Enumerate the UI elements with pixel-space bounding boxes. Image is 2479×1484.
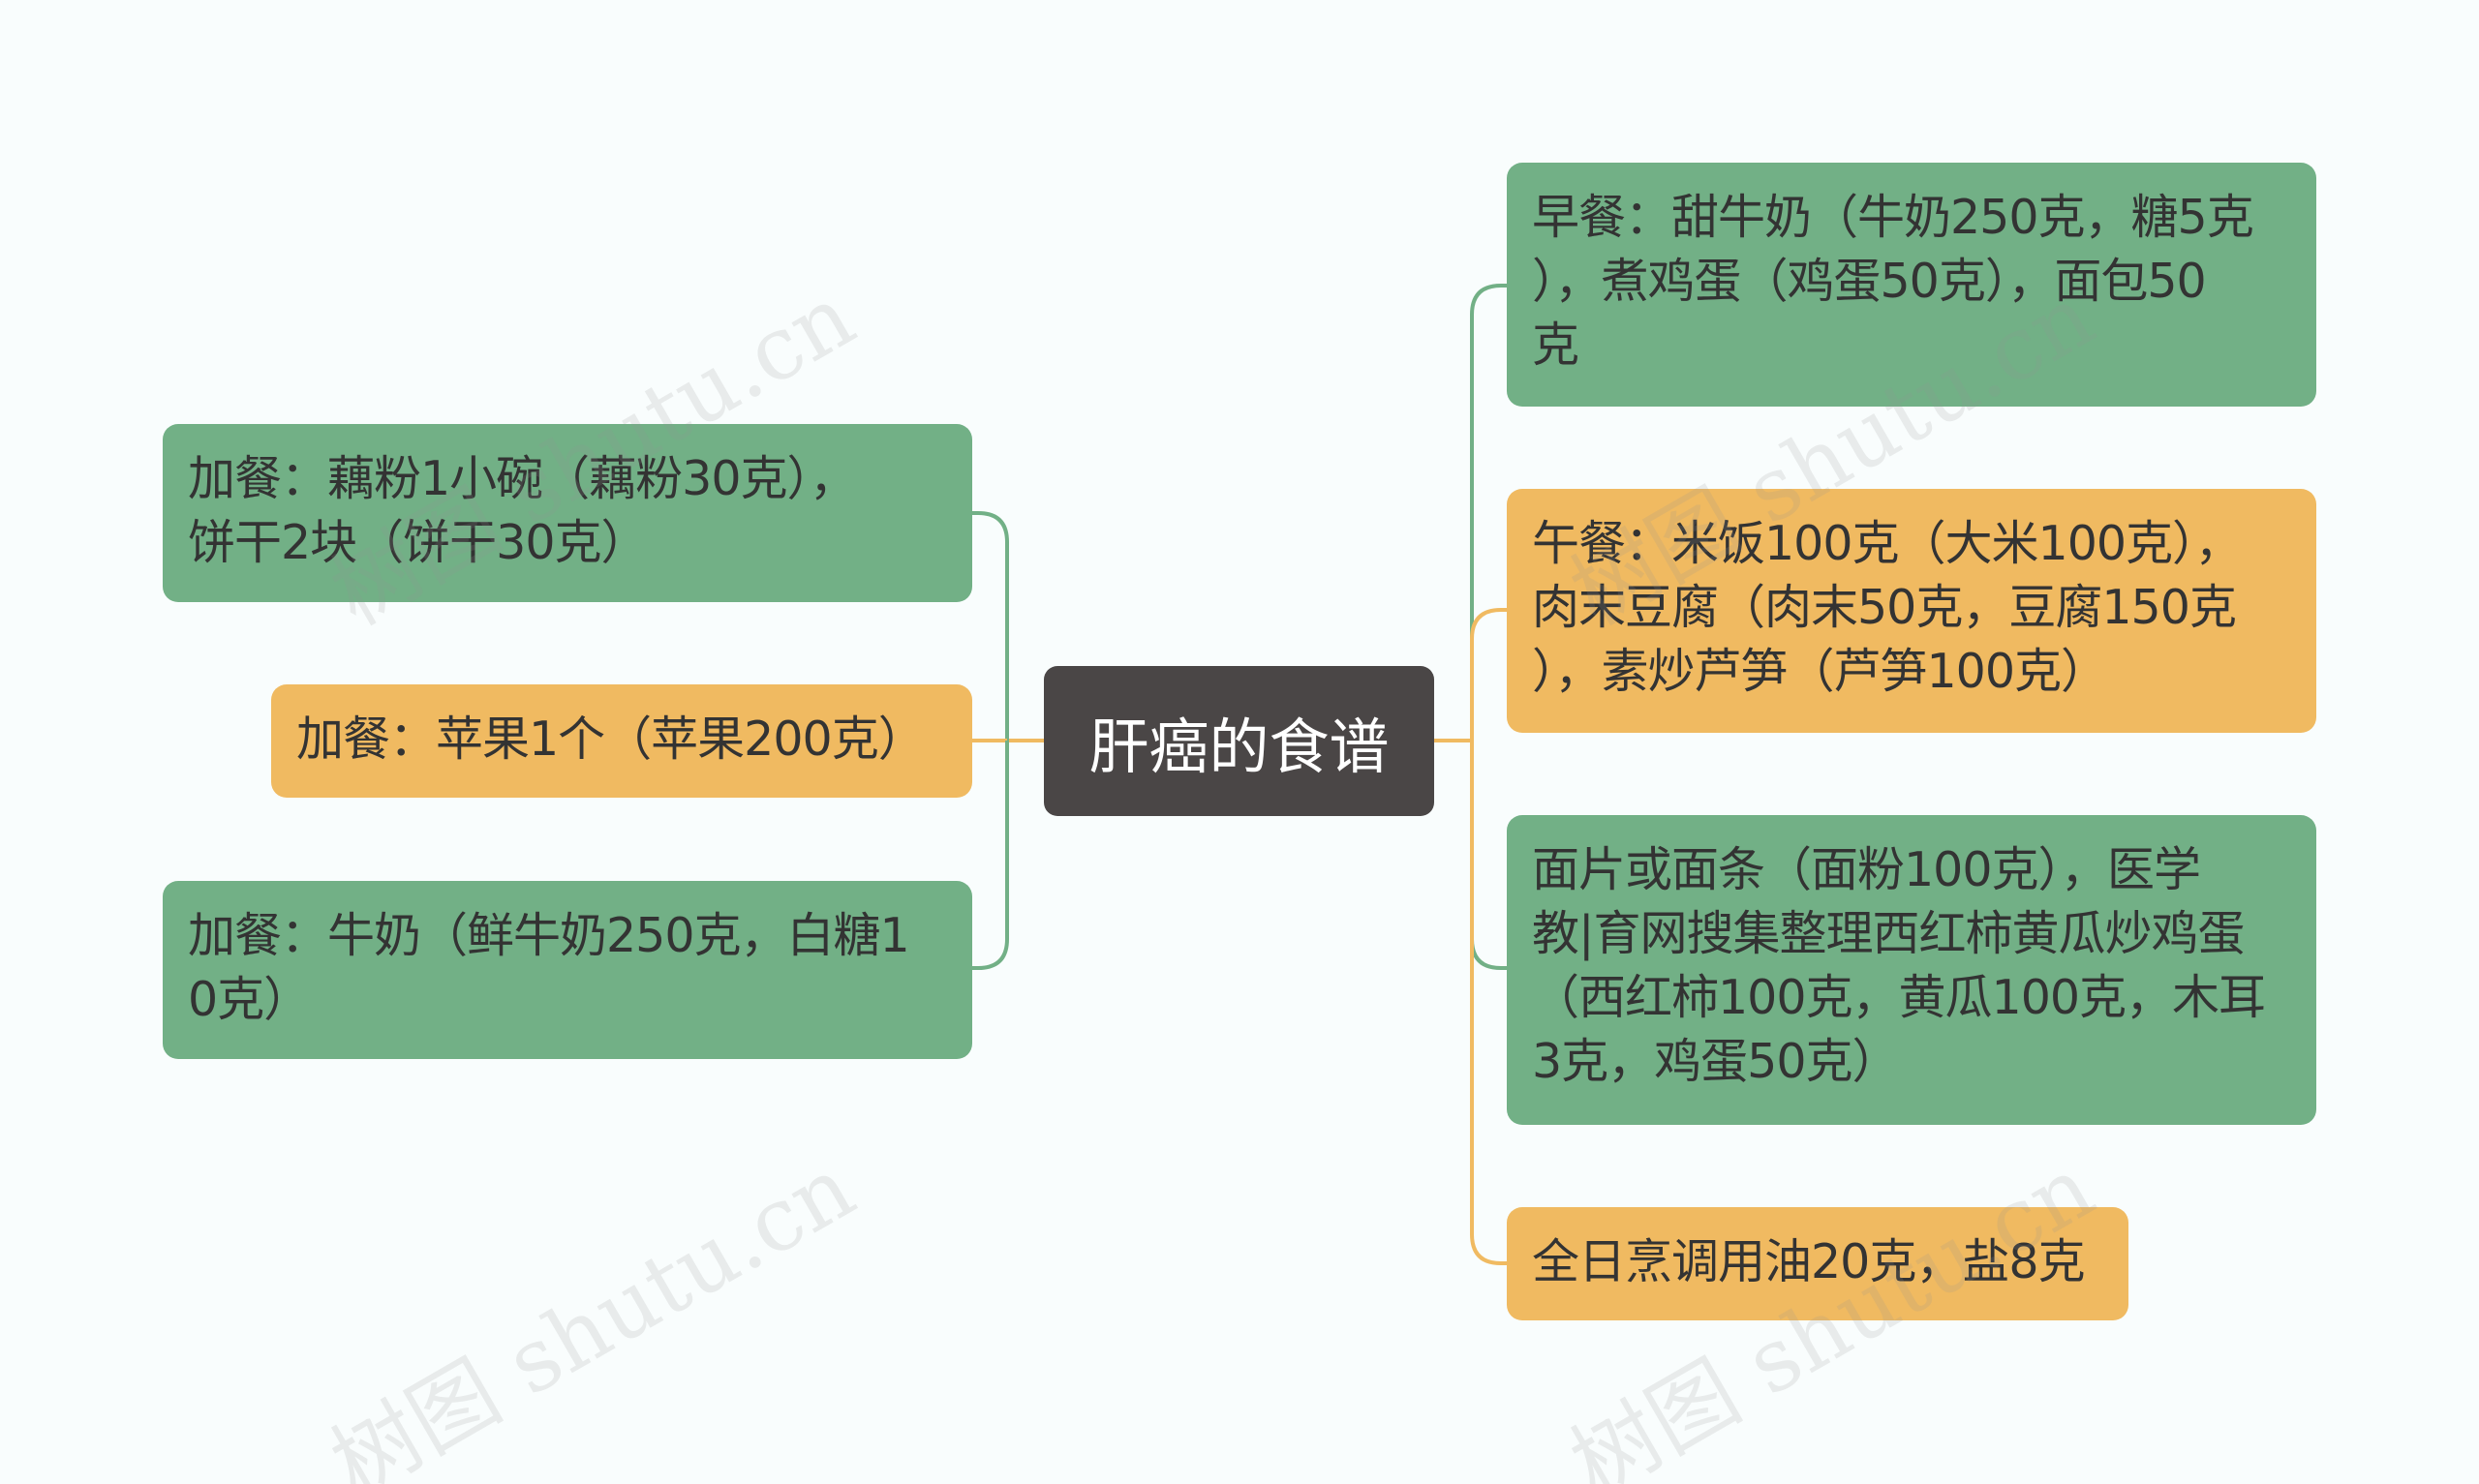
central-topic[interactable]: 肝癌的食谱	[1044, 666, 1434, 816]
right-node-lunch[interactable]: 午餐：米饭100克（大米100克）， 肉末豆腐（肉末50克，豆腐150克 ），素…	[1507, 489, 2316, 733]
right-node-daily-oil-salt[interactable]: 全日烹调用油20克，盐8克	[1507, 1207, 2128, 1320]
connector-left-3	[972, 741, 1009, 970]
connector-left-1	[972, 511, 1009, 741]
right-node-breakfast[interactable]: 早餐：甜牛奶（牛奶250克，糖5克 ），煮鸡蛋（鸡蛋50克），面包50 克	[1507, 163, 2316, 407]
left-node-snack-milk[interactable]: 加餐：牛奶（鲜牛奶250克，白糖1 0克）	[163, 881, 972, 1059]
left-node-snack-apple[interactable]: 加餐：苹果1个（苹果200克）	[271, 684, 972, 798]
left-node-snack-lotus-root[interactable]: 加餐：藕粉1小碗（藕粉30克）， 饼干2块（饼干30克）	[163, 424, 972, 602]
connector-right-2	[1470, 608, 1507, 741]
connector-right-3	[1470, 741, 1507, 970]
connector-right-4	[1470, 741, 1507, 1265]
central-topic-label: 肝癌的食谱	[1088, 711, 1390, 782]
connector-right-1	[1470, 284, 1507, 741]
right-node-dinner[interactable]: 面片或面条（面粉100克），医学 教|育网搜集整理西红柿黄瓜炒鸡蛋 （西红柿10…	[1507, 815, 2316, 1125]
